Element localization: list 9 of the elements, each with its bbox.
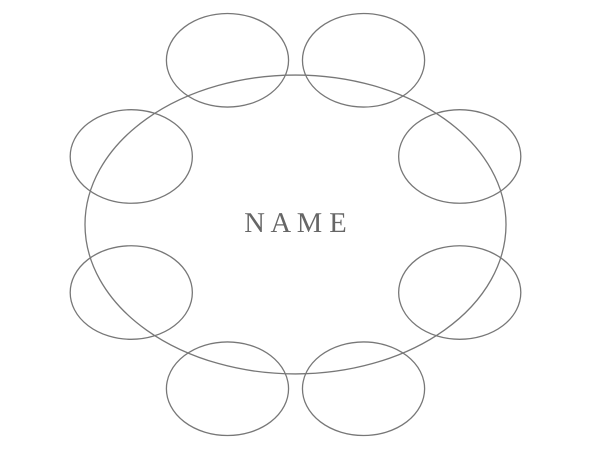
node-circle bbox=[70, 109, 193, 204]
node-circle bbox=[398, 109, 522, 204]
node-circle bbox=[398, 245, 522, 340]
node-circle bbox=[302, 341, 426, 436]
node-circle bbox=[302, 12, 426, 108]
node-circle bbox=[70, 245, 193, 340]
node-circle bbox=[166, 341, 290, 436]
node-circle bbox=[166, 12, 290, 108]
node-ellipse: N A M E bbox=[84, 74, 507, 375]
